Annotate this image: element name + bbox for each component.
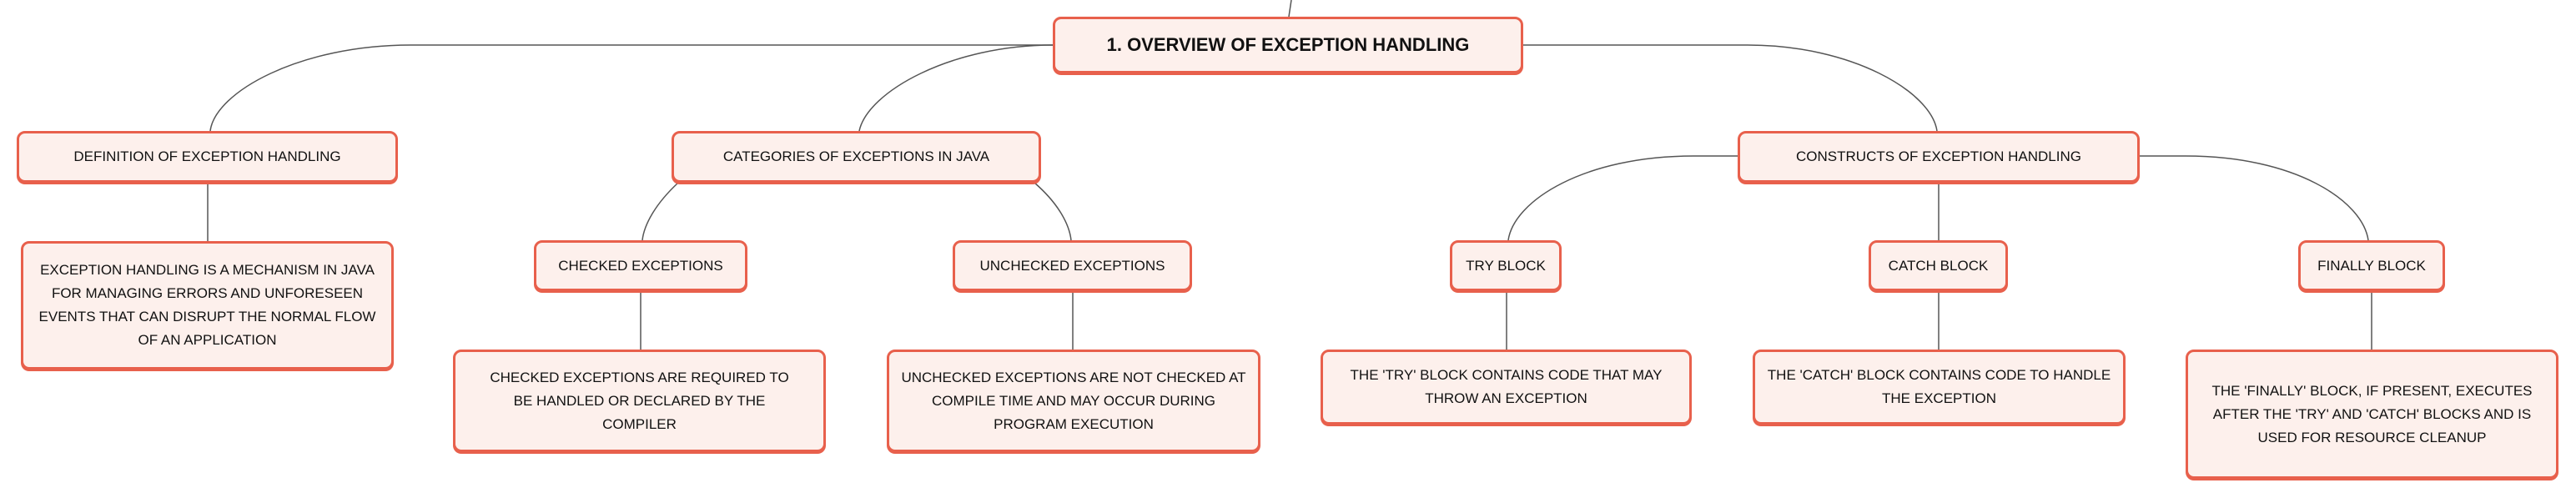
edge-constructs-try xyxy=(1507,155,1738,241)
node-checked[interactable]: CHECKED EXCEPTIONS xyxy=(534,240,747,291)
edge-root-definition xyxy=(209,44,1053,132)
node-catch[interactable]: CATCH BLOCK xyxy=(1869,240,2008,291)
node-checked-desc[interactable]: CHECKED EXCEPTIONS ARE REQUIRED TO BE HA… xyxy=(453,350,826,452)
node-definition-desc[interactable]: EXCEPTION HANDLING IS A MECHANISM IN JAV… xyxy=(21,241,394,370)
root-node[interactable]: 1. OVERVIEW OF EXCEPTION HANDLING xyxy=(1053,17,1523,73)
node-unchecked-desc[interactable]: UNCHECKED EXCEPTIONS ARE NOT CHECKED AT … xyxy=(887,350,1260,452)
node-finally-desc[interactable]: THE 'FINALLY' BLOCK, IF PRESENT, EXECUTE… xyxy=(2186,350,2558,479)
edge-categories-checked xyxy=(641,182,679,241)
node-try-desc[interactable]: THE 'TRY' BLOCK CONTAINS CODE THAT MAY T… xyxy=(1321,350,1692,425)
node-definition[interactable]: DEFINITION OF EXCEPTION HANDLING xyxy=(17,131,398,183)
edge-root-constructs xyxy=(1523,44,1938,132)
edge-categories-unchecked xyxy=(1034,182,1072,241)
node-try[interactable]: TRY BLOCK xyxy=(1450,240,1562,291)
edge-constructs-finally xyxy=(2140,155,2369,241)
edge-root-categories xyxy=(858,44,1054,132)
node-finally[interactable]: FINALLY BLOCK xyxy=(2298,240,2445,291)
node-categories[interactable]: CATEGORIES OF EXCEPTIONS IN JAVA xyxy=(672,131,1041,183)
node-constructs[interactable]: CONSTRUCTS OF EXCEPTION HANDLING xyxy=(1738,131,2140,183)
node-catch-desc[interactable]: THE 'CATCH' BLOCK CONTAINS CODE TO HANDL… xyxy=(1753,350,2126,425)
edge-parent xyxy=(1288,0,1292,18)
node-unchecked[interactable]: UNCHECKED EXCEPTIONS xyxy=(953,240,1192,291)
